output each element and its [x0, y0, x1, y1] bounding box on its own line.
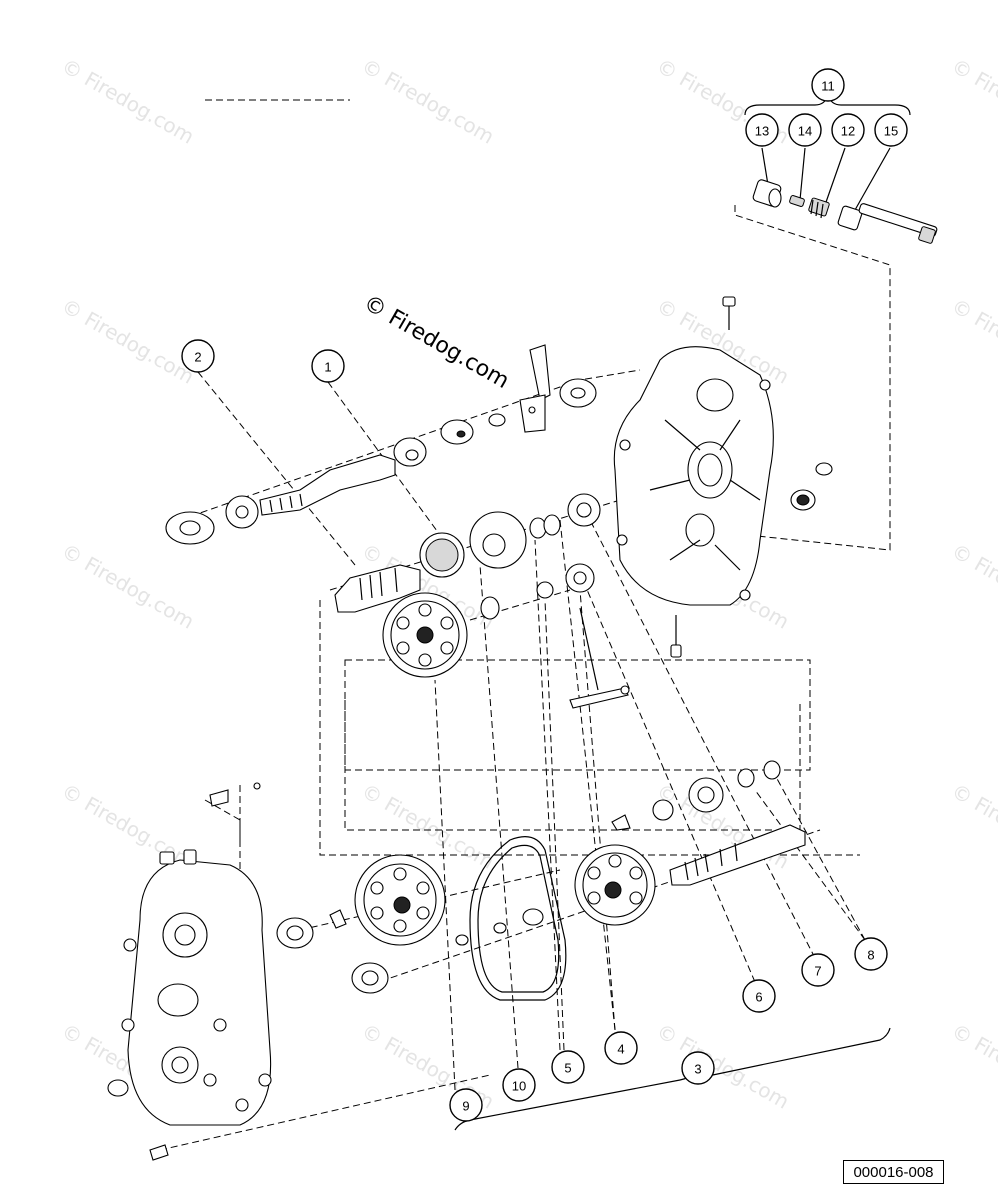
pin-part	[789, 195, 805, 207]
callout-9: 9	[449, 1088, 483, 1122]
output-shaft-assembly	[611, 760, 806, 886]
input-shaft-part	[259, 454, 396, 516]
large-gear-upper	[382, 592, 468, 678]
left-bearings	[276, 909, 389, 994]
spring-part	[808, 197, 830, 219]
right-transaxle-housing	[613, 296, 774, 658]
callout-15-label: 15	[884, 124, 898, 139]
callout-14-label: 14	[798, 124, 812, 139]
shift-rod	[569, 607, 630, 709]
callout-12-label: 12	[841, 124, 855, 139]
upper-shaft-cluster	[165, 378, 597, 545]
watermark: © Firedog.com	[948, 1019, 998, 1114]
watermark: © Firedog.com	[58, 539, 199, 634]
callout-2-label: 2	[194, 350, 201, 365]
diagram-reference-code: 000016-008	[843, 1160, 944, 1184]
washer-part	[488, 413, 506, 427]
callout-8: 8	[854, 937, 888, 971]
large-gear-lower-left	[354, 854, 446, 946]
middle-gear-stack	[419, 462, 833, 620]
sender-assembly	[752, 179, 938, 244]
callout-labels: 1 2 3 4 5 6 7 8	[181, 68, 908, 1122]
callout-1: 1	[311, 349, 345, 383]
watermark: © Firedog.com	[948, 54, 998, 149]
watermark: © Firedog.com	[58, 294, 199, 389]
watermark: © Firedog.com	[58, 54, 199, 149]
callout-13-label: 13	[755, 124, 769, 139]
large-gear-lower-right	[574, 844, 656, 926]
callout-15: 15	[874, 113, 908, 147]
watermark: © Firedog.com	[653, 1019, 794, 1114]
callout-7: 7	[801, 953, 835, 987]
callout-7-label: 7	[814, 964, 821, 979]
watermark: © Firedog.com	[358, 779, 499, 874]
sender-probe-part	[837, 203, 938, 244]
callout-6-label: 6	[755, 990, 762, 1005]
watermark-large: © Firedog.com	[359, 291, 513, 394]
callout-10-label: 10	[512, 1079, 526, 1094]
callout-11-label: 11	[821, 79, 835, 94]
callout-9-label: 9	[462, 1099, 469, 1114]
callout-11: 11	[811, 68, 845, 102]
callout-2: 2	[181, 339, 215, 373]
watermark: © Firedog.com	[358, 54, 499, 149]
callout-8-label: 8	[867, 948, 874, 963]
callout-14: 14	[788, 113, 822, 147]
left-transaxle-housing	[107, 782, 272, 1161]
shift-fork-assembly	[519, 344, 551, 433]
callout-13: 13	[745, 113, 779, 147]
sleeve-part-face	[768, 188, 782, 208]
watermark: © Firedog.com	[948, 539, 998, 634]
countershaft	[334, 564, 421, 613]
watermark: © Firedog.com	[58, 779, 199, 874]
callout-1-label: 1	[324, 360, 331, 375]
callout-4-label: 4	[617, 1042, 624, 1057]
gasket-part	[469, 836, 567, 1001]
callout-5-label: 5	[564, 1061, 571, 1076]
callout-4: 4	[604, 1031, 638, 1065]
callout-10: 10	[502, 1068, 536, 1102]
callout-3: 3	[681, 1051, 715, 1085]
thrust-washer-part	[440, 419, 474, 445]
callout-3-label: 3	[694, 1062, 701, 1077]
callout-5: 5	[551, 1050, 585, 1084]
watermark: © Firedog.com	[948, 294, 998, 389]
callout-12: 12	[831, 113, 865, 147]
callout-6: 6	[742, 979, 776, 1013]
watermark: © Firedog.com	[948, 779, 998, 874]
